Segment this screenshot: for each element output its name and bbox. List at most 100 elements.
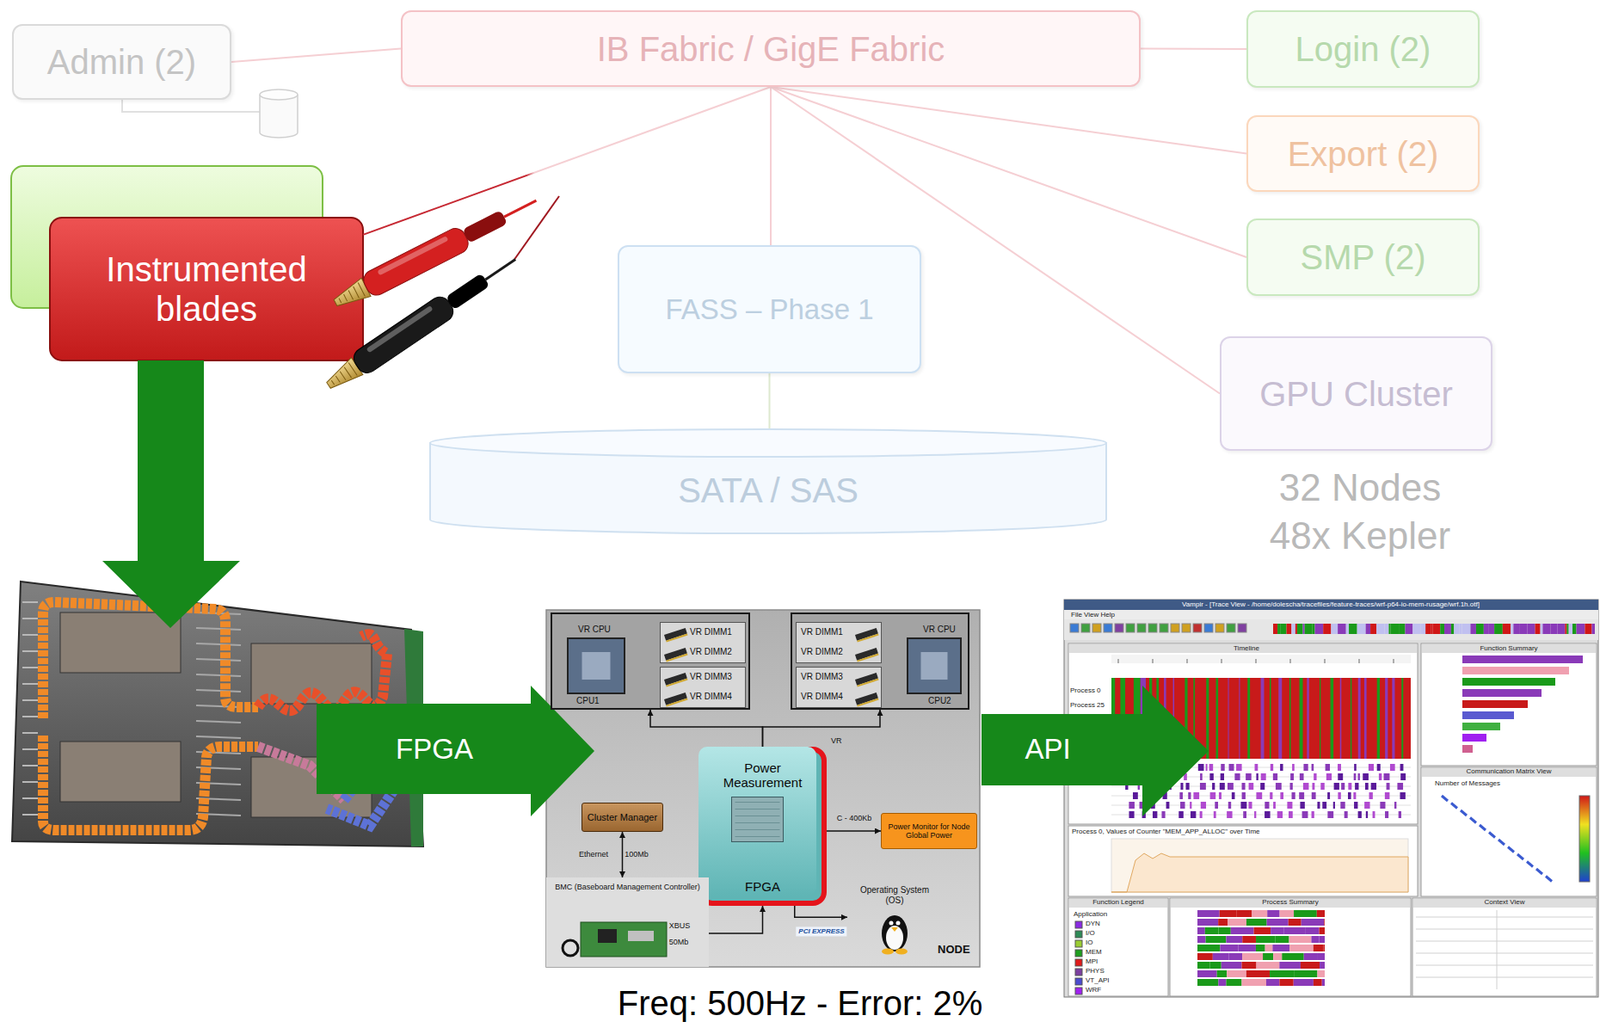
trace-screenshot-part <box>1448 623 1452 634</box>
trace-screenshot-part <box>1316 910 1325 917</box>
trace-screenshot-part <box>1377 763 1381 771</box>
box-label: Login (2) <box>1295 29 1432 69</box>
trace-screenshot-part <box>1219 944 1238 952</box>
trace-screenshot-part <box>1576 623 1586 634</box>
trace-screenshot-part <box>1358 677 1361 759</box>
trace-screenshot-part <box>1137 623 1146 633</box>
trace-screenshot-part <box>1289 944 1314 952</box>
trace-screenshot-part <box>1315 623 1324 634</box>
trace-screenshot-part <box>1264 811 1271 819</box>
connector-label: XBUS <box>669 921 691 930</box>
trace-screenshot-part <box>1502 623 1511 634</box>
legend-item: VT_API <box>1085 976 1110 985</box>
trace-screenshot-part <box>1256 961 1280 969</box>
node-count: 32 Nodes <box>1279 466 1441 511</box>
trace-screenshot-part <box>1215 623 1225 633</box>
trace-screenshot-part <box>1348 623 1358 634</box>
trace-screenshot-part <box>1242 782 1246 790</box>
trace-screenshot-part <box>1075 949 1083 957</box>
trace-screenshot-part <box>1069 644 1417 653</box>
trace-screenshot-part <box>1359 658 1360 664</box>
trace-screenshot-part <box>1197 927 1206 935</box>
box-label: Operating System (OS) <box>852 885 937 905</box>
trace-screenshot-part <box>1114 623 1124 633</box>
trace-screenshot-part <box>1226 811 1232 819</box>
trace-screenshot-part <box>1148 623 1157 633</box>
instrumented-box: Instrumented blades <box>49 217 364 361</box>
trace-screenshot-part <box>1220 763 1225 771</box>
trace-screenshot-part <box>1353 773 1357 781</box>
trace-screenshot-part <box>1333 801 1336 809</box>
trace-screenshot-part <box>1324 658 1326 664</box>
box-label: CPU2 <box>928 695 952 707</box>
signal-line <box>621 831 624 878</box>
trace-screenshot-part <box>1462 711 1514 720</box>
trace-screenshot-part <box>1198 763 1205 771</box>
trace-screenshot-part <box>1300 961 1320 969</box>
probe-clip-part <box>513 196 560 261</box>
trace-screenshot-part <box>1255 658 1257 664</box>
trace-screenshot-part <box>1470 818 1477 824</box>
trace-screenshot-part <box>1293 970 1317 978</box>
trace-screenshot-part <box>1081 623 1090 633</box>
dimm-box-art-part-part <box>665 698 688 708</box>
trace-screenshot-part <box>1069 898 1168 908</box>
dimm-box-art-part <box>855 627 880 643</box>
trace-screenshot-part <box>1280 763 1283 771</box>
trace-screenshot-part <box>1425 623 1431 634</box>
trace-screenshot-part <box>1132 792 1139 800</box>
menu-bar: File View Help <box>1070 610 1115 619</box>
trace-screenshot-part <box>1290 782 1293 790</box>
trace-screenshot-part <box>1323 623 1331 634</box>
trace-screenshot-part <box>1401 677 1404 759</box>
trace-screenshot-part <box>1347 782 1352 790</box>
trace-screenshot-part <box>1461 623 1471 634</box>
chart-title: Process 0, Values of Counter "MEM_APP_AL… <box>1071 827 1261 836</box>
trace-screenshot-part <box>1421 644 1596 653</box>
dimm-box-art-part <box>664 627 689 643</box>
trace-screenshot-part <box>1340 801 1345 809</box>
trace-screenshot-part <box>1205 927 1219 935</box>
trace-screenshot-part <box>1242 953 1263 960</box>
trace-screenshot-part <box>1311 782 1315 790</box>
os-box-art-part <box>891 927 899 932</box>
trace-screenshot-part <box>1304 953 1317 960</box>
trace-screenshot-part <box>1421 768 1596 777</box>
trace-screenshot-part <box>1513 623 1520 634</box>
trace-screenshot-part <box>1226 623 1236 633</box>
box-label: NODE <box>937 943 971 957</box>
trace-screenshot-part <box>1313 944 1324 952</box>
trace-screenshot-part <box>1364 801 1370 809</box>
disk-symbol-part <box>122 99 260 112</box>
bmc-box-art-part <box>627 930 654 942</box>
box-label: VR DIMM3 <box>689 671 733 683</box>
trace-screenshot-part <box>1260 782 1265 790</box>
trace-screenshot-part <box>1128 801 1135 809</box>
box-label: Power Monitor for Node Global Power <box>885 822 973 841</box>
arrow-label: FPGA <box>395 732 474 766</box>
trace-screenshot-part <box>1319 927 1325 935</box>
trace-screenshot-part <box>1398 811 1402 819</box>
trace-screenshot-part <box>1319 677 1321 759</box>
trace-screenshot-part <box>1279 961 1301 969</box>
trace-screenshot-part <box>1206 763 1208 771</box>
blades-box-fill-part <box>49 217 364 361</box>
box-label: VR DIMM4 <box>689 691 733 702</box>
dimm-box-art-part <box>664 692 689 708</box>
trace-screenshot-part <box>1297 623 1304 634</box>
trace-screenshot-part <box>1572 623 1577 634</box>
trace-screenshot-part <box>1460 810 1467 816</box>
trace-screenshot-part <box>1128 811 1134 819</box>
trace-screenshot-part <box>1269 792 1273 800</box>
trace-screenshot-part <box>1206 935 1227 943</box>
probe-clip-part-part <box>331 380 334 385</box>
trace-screenshot-part <box>1247 677 1250 759</box>
trace-screenshot-part <box>1068 825 1418 897</box>
trace-screenshot-part <box>1346 623 1349 634</box>
trace-screenshot-part <box>1212 953 1229 960</box>
probe-clip-part-part <box>357 283 365 297</box>
trace-screenshot-part <box>1405 623 1414 634</box>
trace-screenshot-part <box>1111 838 1409 893</box>
trace-screenshot-part <box>1421 643 1597 766</box>
